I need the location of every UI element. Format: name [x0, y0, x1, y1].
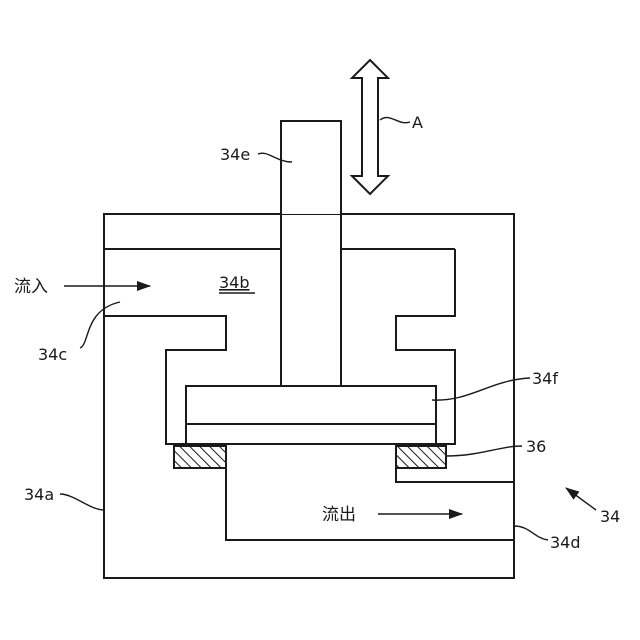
leader-34c: [80, 302, 120, 348]
leader-a: [380, 117, 410, 122]
valve-stem: [281, 121, 341, 214]
leader-34a: [60, 494, 104, 510]
leader-34f: [432, 378, 530, 400]
valve-disc: [186, 386, 436, 444]
label-34a: 34a: [24, 485, 54, 504]
label-34: 34: [600, 507, 620, 526]
assembly-arrow-icon: [566, 488, 596, 510]
leader-36: [446, 446, 522, 456]
label-a: A: [412, 113, 423, 132]
leader-34d: [514, 526, 548, 540]
label-outflow: 流出: [322, 505, 356, 525]
label-34e: 34e: [220, 145, 250, 164]
label-inflow: 流入: [14, 277, 48, 297]
label-34c: 34c: [38, 345, 67, 364]
seal-right: [396, 446, 446, 468]
seal-left: [174, 446, 226, 468]
outlet-channel-wall: [226, 444, 514, 540]
double-arrow-icon: [352, 60, 388, 194]
label-34d: 34d: [550, 533, 581, 552]
label-34b: 34b: [219, 273, 250, 292]
label-34f: 34f: [532, 369, 558, 388]
label-36: 36: [526, 437, 546, 456]
